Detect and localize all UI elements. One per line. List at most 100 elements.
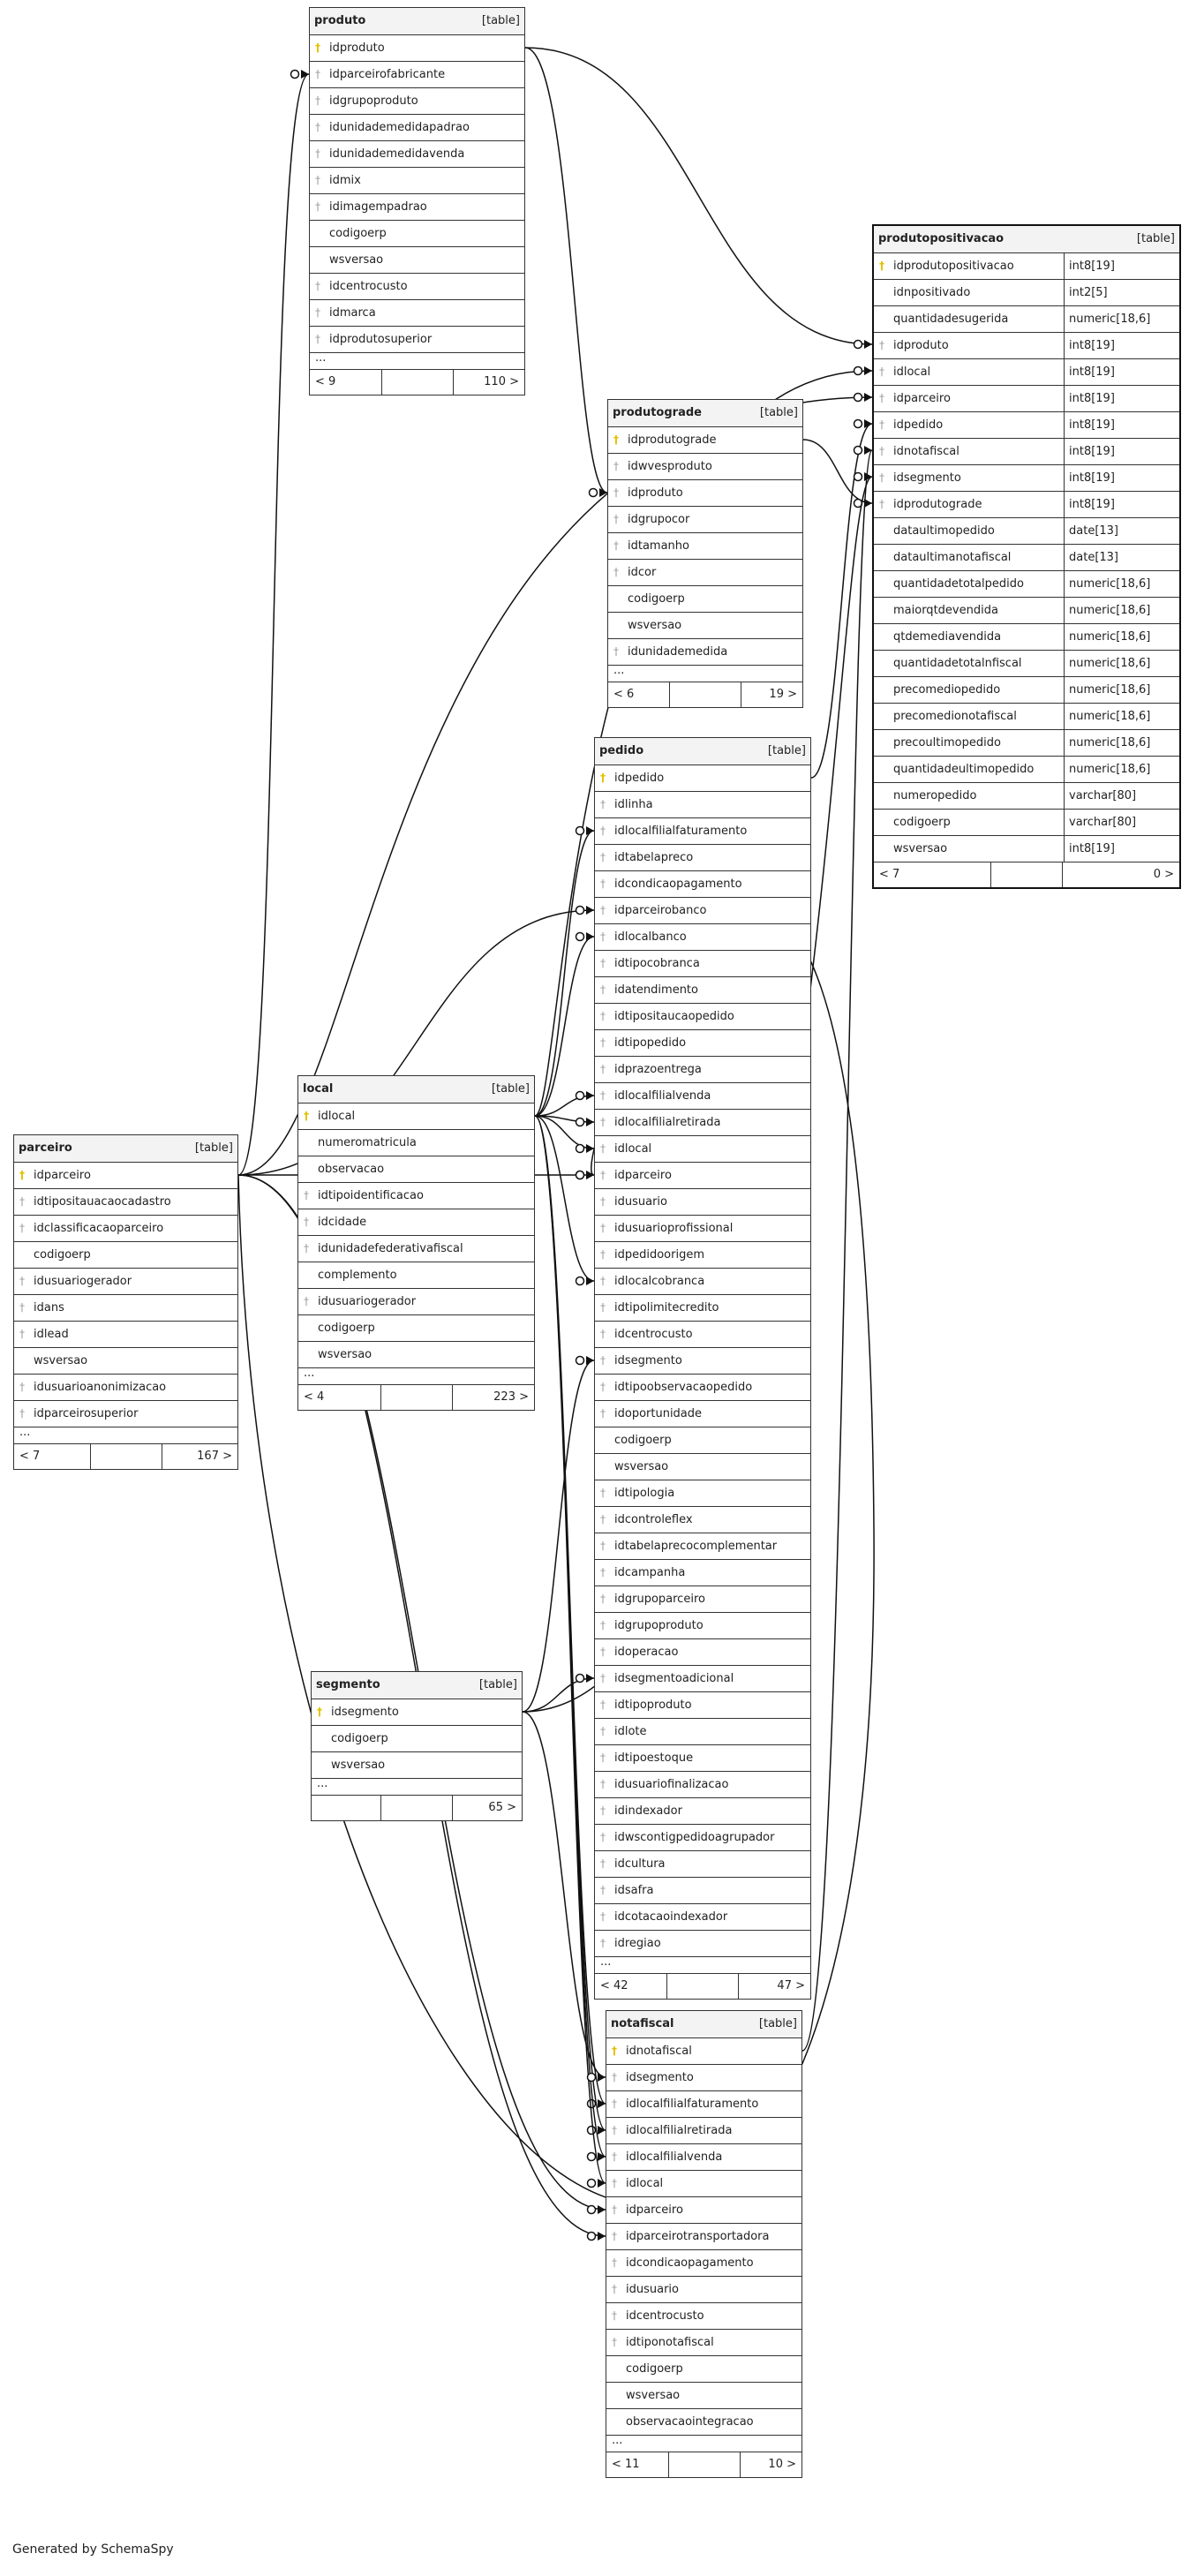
column-row[interactable]: †idoperacao [595,1639,810,1666]
column-row[interactable]: †idlead [14,1322,237,1348]
column-row[interactable]: †idparceiro [595,1163,810,1189]
column-row[interactable]: †idindexador [595,1798,810,1825]
column-row[interactable]: codigoerp [608,586,802,613]
column-row[interactable]: †idtipolimitecredito [595,1295,810,1322]
column-row[interactable]: †idgrupocor [608,507,802,533]
column-row[interactable]: †idprodutosuperior [310,327,524,353]
column-row[interactable]: †idcotacaoindexador [595,1904,810,1931]
column-row[interactable]: †idlocal [595,1136,810,1163]
column-row[interactable]: †idunidademedida [608,639,802,666]
column-row[interactable]: †idparceiro [606,2197,801,2224]
parents-count[interactable] [312,1796,380,1820]
column-row[interactable]: †idimagempadrao [310,194,524,221]
column-row[interactable]: †idnotafiscal [606,2038,801,2065]
column-row[interactable]: observacaointegracao [606,2409,801,2436]
column-row[interactable]: †idcampanha [595,1560,810,1586]
column-row[interactable]: †idtiponotafiscal [606,2330,801,2356]
column-row[interactable]: †idgrupoproduto [310,88,524,115]
column-row[interactable]: †idsegmento [606,2065,801,2091]
parents-count[interactable]: < 6 [613,688,635,701]
column-row[interactable]: wsversao [608,613,802,639]
column-row[interactable]: †idpedido [595,765,810,792]
column-row[interactable]: †idclassificacaoparceiro [14,1216,237,1242]
column-row[interactable]: †idusuario [606,2277,801,2303]
parents-count[interactable]: < 7 [879,868,900,881]
column-row[interactable]: †idtabelapreco [595,845,810,871]
column-row[interactable]: †idlocalfilialretirada [595,1110,810,1136]
column-row[interactable]: †idlocalbanco [595,924,810,951]
column-row[interactable]: †idunidadefederativafiscal [298,1236,534,1262]
table-name[interactable]: produtopositivacao [878,232,1005,245]
column-row[interactable]: †idtipoobservacaopedido [595,1375,810,1401]
column-row[interactable]: †idtipositauacaocadastro [14,1189,237,1216]
column-row[interactable]: †idlocal [606,2171,801,2197]
column-row[interactable]: †idusuariofinalizacao [595,1772,810,1798]
column-row[interactable]: †idgrupoproduto [595,1613,810,1639]
table-name[interactable]: produtograde [613,406,702,419]
parents-count[interactable]: < 7 [19,1450,41,1463]
column-row[interactable]: †idatendimento [595,977,810,1004]
table-name[interactable]: local [303,1082,334,1096]
table-name[interactable]: notafiscal [611,2017,674,2030]
children-count[interactable]: 10 > [768,2458,796,2471]
children-count[interactable]: 167 > [197,1450,232,1463]
column-row[interactable]: †idcultura [595,1851,810,1878]
column-row[interactable]: †idparceirobanco [595,898,810,924]
column-row[interactable]: †idparceirosuperior [14,1401,237,1427]
column-row[interactable]: †idunidademedidapadrao [310,115,524,141]
column-row[interactable]: †idgrupoparceiro [595,1586,810,1613]
column-row[interactable]: †idcentrocusto [606,2303,801,2330]
column-row[interactable]: †idusuarioanonimizacao [14,1375,237,1401]
column-row[interactable]: †idsafra [595,1878,810,1904]
column-row[interactable]: †idlote [595,1719,810,1745]
column-row[interactable]: numeromatricula [298,1130,534,1156]
table-notafiscal[interactable]: notafiscal[table]†idnotafiscal†idsegment… [606,2010,802,2478]
column-row[interactable]: †idproduto [608,480,802,507]
column-row[interactable]: †idtipologia [595,1480,810,1507]
column-row[interactable]: †idcor [608,560,802,586]
column-row[interactable]: †idsegmento [312,1699,522,1726]
column-row[interactable]: †idregiao [595,1931,810,1957]
column-row[interactable]: †idmarca [310,300,524,327]
column-row[interactable]: †idparceirotransportadora [606,2224,801,2250]
column-row[interactable]: †idusuario [595,1189,810,1216]
column-row[interactable]: observacao [298,1156,534,1183]
children-count[interactable]: 47 > [777,1979,805,1992]
column-row[interactable]: †idwvesproduto [608,454,802,480]
column-row[interactable]: †idtipositaucaopedido [595,1004,810,1030]
column-row[interactable]: †idproduto [310,35,524,62]
parents-count[interactable]: < 4 [304,1390,325,1404]
column-row[interactable]: wsversao [312,1752,522,1779]
column-row[interactable]: codigoerp [595,1427,810,1454]
column-row[interactable]: †idusuariogerador [14,1269,237,1295]
column-row[interactable]: †idtipopedido [595,1030,810,1057]
column-row[interactable]: wsversao [14,1348,237,1375]
column-row[interactable]: †idpedidoorigem [595,1242,810,1269]
column-row[interactable]: †idcondicaopagamento [595,871,810,898]
table-name[interactable]: parceiro [19,1141,72,1155]
column-row[interactable]: †idlocalfilialretirada [606,2118,801,2144]
table-pedido[interactable]: pedido[table]†idpedido†idlinha†idlocalfi… [594,737,811,2000]
column-row[interactable]: codigoerp [606,2356,801,2383]
column-row[interactable]: †idoportunidade [595,1401,810,1427]
column-row[interactable]: †idsegmento [595,1348,810,1375]
column-row[interactable]: †idunidademedidavenda [310,141,524,168]
column-row[interactable]: †idcontroleflex [595,1507,810,1533]
column-row[interactable]: †idprazoentrega [595,1057,810,1083]
column-row[interactable]: †idlocalfilialvenda [606,2144,801,2171]
